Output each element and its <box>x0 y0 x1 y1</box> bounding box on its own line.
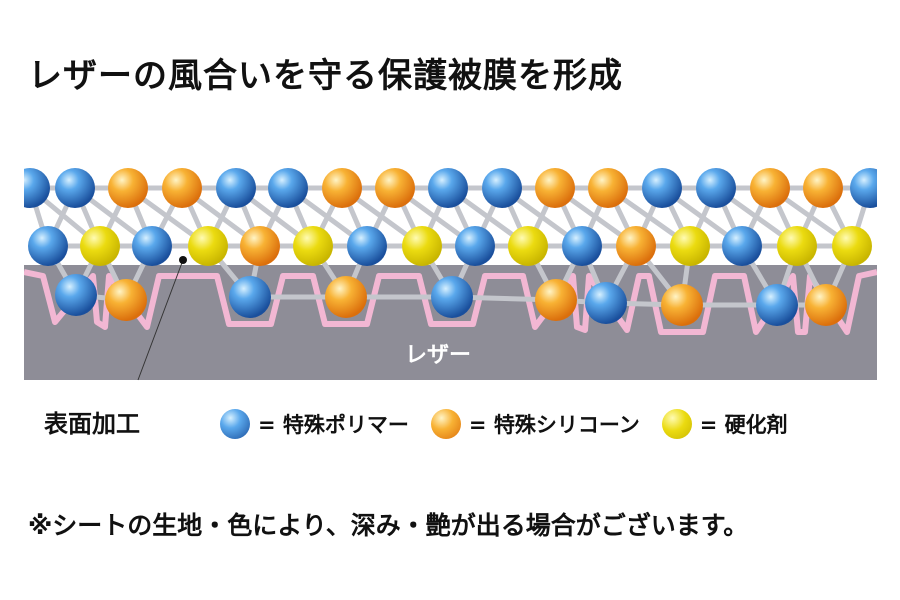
polymer-sphere <box>562 226 602 266</box>
hardener-sphere <box>777 226 817 266</box>
polymer-sphere <box>722 226 762 266</box>
legend-label: = 硬化剤 <box>699 413 788 437</box>
surface-leader-dot <box>179 256 187 264</box>
polymer-sphere <box>428 168 468 208</box>
polymer-sphere <box>642 168 682 208</box>
hardener-sphere <box>832 226 872 266</box>
polymer-sphere <box>216 168 256 208</box>
hardener-sphere <box>293 226 333 266</box>
legend-label: = 特殊シリコーン <box>468 413 640 437</box>
silicone-sphere <box>750 168 790 208</box>
polymer-sphere <box>229 276 271 318</box>
polymer-sphere <box>55 274 97 316</box>
legend-item-polymer: = 特殊ポリマー <box>220 409 409 439</box>
silicone-sphere <box>661 284 703 326</box>
orange-sphere-icon <box>430 409 461 439</box>
surface-leader-line <box>137 259 184 381</box>
silicone-sphere <box>108 168 148 208</box>
silicone-sphere <box>240 226 280 266</box>
hardener-sphere <box>670 226 710 266</box>
legend-item-hardener: = 硬化剤 <box>661 409 788 439</box>
polymer-sphere <box>455 226 495 266</box>
polymer-sphere <box>28 226 68 266</box>
hardener-sphere <box>402 226 442 266</box>
silicone-sphere <box>375 168 415 208</box>
silicone-sphere <box>325 276 367 318</box>
polymer-sphere <box>850 168 877 208</box>
silicone-sphere <box>616 226 656 266</box>
hardener-sphere <box>80 226 120 266</box>
coating-edge <box>24 269 877 335</box>
polymer-sphere <box>268 168 308 208</box>
hardener-sphere <box>188 226 228 266</box>
legend: = 特殊ポリマー = 特殊シリコーン = 硬化剤 <box>220 406 810 442</box>
polymer-sphere <box>756 284 798 326</box>
surface-treatment-label: 表面加工 <box>44 410 140 438</box>
silicone-sphere <box>535 168 575 208</box>
leather-label: レザー <box>405 342 471 367</box>
silicone-sphere <box>805 284 847 326</box>
silicone-sphere <box>588 168 628 208</box>
polymer-sphere <box>347 226 387 266</box>
polymer-sphere <box>24 168 50 208</box>
hardener-sphere <box>508 226 548 266</box>
silicone-sphere <box>162 168 202 208</box>
blue-sphere-icon <box>220 409 250 439</box>
page-title: レザーの風合いを守る保護被膜を形成 <box>28 56 623 96</box>
molecule-spheres <box>24 168 877 326</box>
yellow-sphere-icon <box>661 409 692 439</box>
legend-item-silicone: = 特殊シリコーン <box>430 409 640 439</box>
polymer-sphere <box>132 226 172 266</box>
silicone-sphere <box>535 279 577 321</box>
polymer-sphere <box>696 168 736 208</box>
silicone-sphere <box>803 168 843 208</box>
silicone-sphere <box>105 279 147 321</box>
polymer-sphere <box>482 168 522 208</box>
polymer-sphere <box>585 282 627 324</box>
polymer-sphere <box>55 168 95 208</box>
footnote: ※シートの生地・色により、深み・艶が出る場合がございます。 <box>28 511 749 540</box>
polymer-sphere <box>431 276 473 318</box>
silicone-sphere <box>322 168 362 208</box>
legend-label: = 特殊ポリマー <box>258 413 409 437</box>
